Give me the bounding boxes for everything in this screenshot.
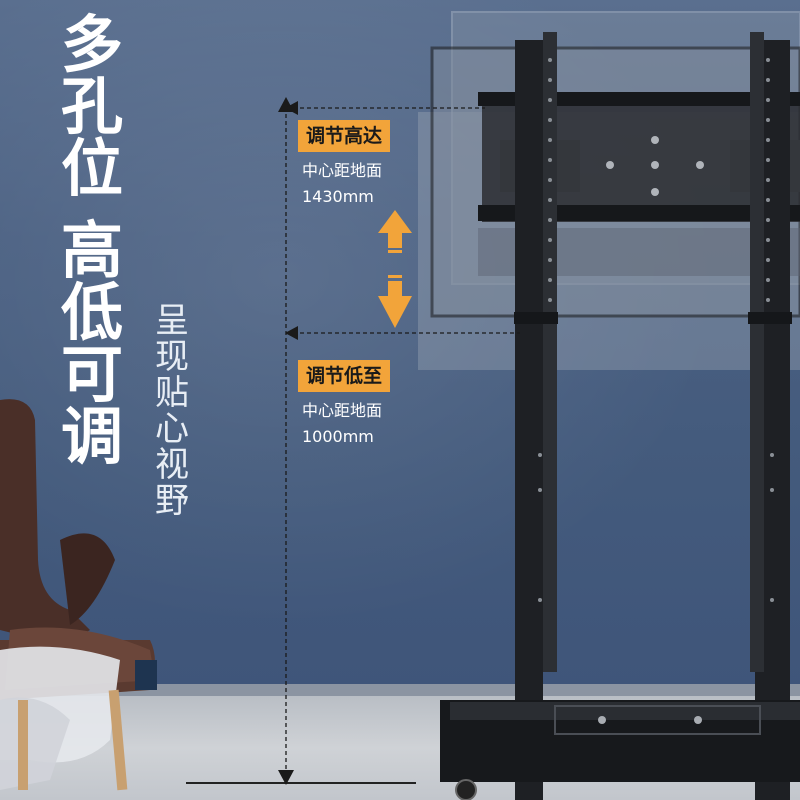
skirting-board — [0, 684, 800, 696]
subline: 呈 现 贴 心 视 野 — [150, 303, 194, 519]
min-height-label: 调节低至 — [298, 360, 391, 392]
stand-base — [440, 700, 800, 800]
max-height-caption: 中心距地面 — [302, 161, 383, 180]
min-height-info: 中心距地面 1000mm — [302, 398, 382, 450]
subline-char: 心 — [155, 409, 189, 449]
headline-char: 多 — [60, 8, 123, 81]
headline: 多 孔 位 高 低 可 调 — [52, 14, 132, 468]
subline-char: 视 — [155, 445, 189, 485]
armchair — [0, 399, 157, 791]
down-arrow-icon — [378, 275, 412, 328]
min-height-value: 1000mm — [302, 427, 374, 446]
headline-char: 可 — [60, 338, 123, 411]
stand-uprights — [514, 32, 792, 800]
headline-char: 孔 — [60, 70, 123, 143]
max-height-value: 1430mm — [302, 187, 374, 206]
headline-char: 位 — [60, 132, 123, 205]
headline-char: 调 — [60, 400, 123, 473]
guide-arrowheads — [278, 97, 298, 785]
up-arrow-icon — [378, 210, 412, 253]
max-height-info: 中心距地面 1430mm — [302, 158, 382, 210]
min-height-caption: 中心距地面 — [302, 401, 383, 420]
subline-char: 野 — [155, 481, 189, 521]
headline-char: 高 — [60, 214, 123, 287]
height-guide — [186, 100, 520, 784]
subline-char: 呈 — [155, 301, 189, 341]
subline-char: 现 — [155, 337, 189, 377]
subline-char: 贴 — [155, 373, 189, 413]
headline-char: 低 — [60, 276, 123, 349]
max-height-label: 调节高达 — [298, 120, 391, 152]
